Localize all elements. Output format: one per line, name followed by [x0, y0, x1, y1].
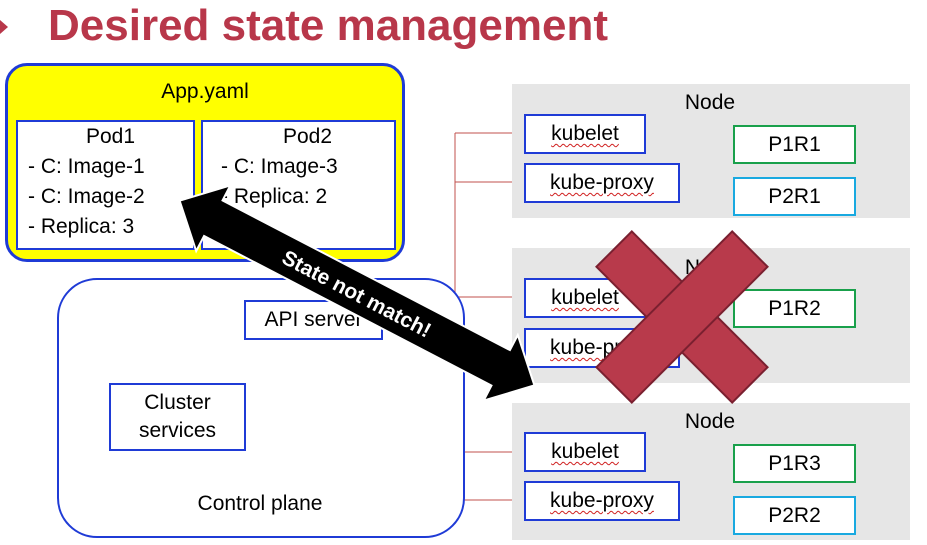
- node-3-label: Node: [684, 410, 736, 433]
- pod1-line: - C: Image-2: [28, 185, 145, 208]
- node-1-pod-p1r1: P1R1: [733, 125, 856, 164]
- kube-proxy-text: kube-proxy: [550, 489, 654, 512]
- node-2-kube-proxy: kube-proxy: [524, 328, 680, 368]
- cluster-services-box: Cluster services: [109, 383, 246, 451]
- api-server-box: API server: [244, 300, 383, 340]
- node-1-kube-proxy: kube-proxy: [524, 163, 680, 203]
- kubelet-text: kubelet: [551, 286, 619, 309]
- kube-proxy-text: kube-proxy: [550, 336, 654, 359]
- page-title: Desired state management: [48, 1, 608, 50]
- app-yaml-label: App.yaml: [161, 80, 249, 103]
- kube-proxy-text: kube-proxy: [550, 171, 654, 194]
- pod1-card: Pod1 - C: Image-1 - C: Image-2 - Replica…: [16, 120, 195, 250]
- pod2-title: Pod2: [282, 125, 333, 148]
- node-3-kubelet: kubelet: [524, 432, 646, 472]
- node-2-label: Node: [684, 256, 736, 279]
- node-3-pod-p2r2: P2R2: [733, 496, 856, 535]
- pod2-line: - C: Image-3: [221, 155, 338, 178]
- node-3-kube-proxy: kube-proxy: [524, 481, 680, 521]
- node-1-label: Node: [684, 91, 736, 114]
- node-1-kubelet: kubelet: [524, 114, 646, 154]
- node-2-kubelet: kubelet: [524, 278, 646, 318]
- kubelet-text: kubelet: [551, 440, 619, 463]
- pod1-line: - C: Image-1: [28, 155, 145, 178]
- control-plane-label: Control plane: [197, 492, 323, 515]
- pod1-line: - Replica: 3: [28, 215, 135, 238]
- node-2-pod-p1r2: P1R2: [733, 289, 856, 328]
- pod2-card: Pod2 - C: Image-3 - Replica: 2: [201, 120, 396, 250]
- pod1-title: Pod1: [85, 125, 136, 148]
- title-bullet-icon: [0, 20, 8, 34]
- kubelet-text: kubelet: [551, 122, 619, 145]
- node-1-pod-p2r1: P2R1: [733, 177, 856, 216]
- pod2-line: - Replica: 2: [221, 185, 328, 208]
- node-3-pod-p1r3: P1R3: [733, 444, 856, 483]
